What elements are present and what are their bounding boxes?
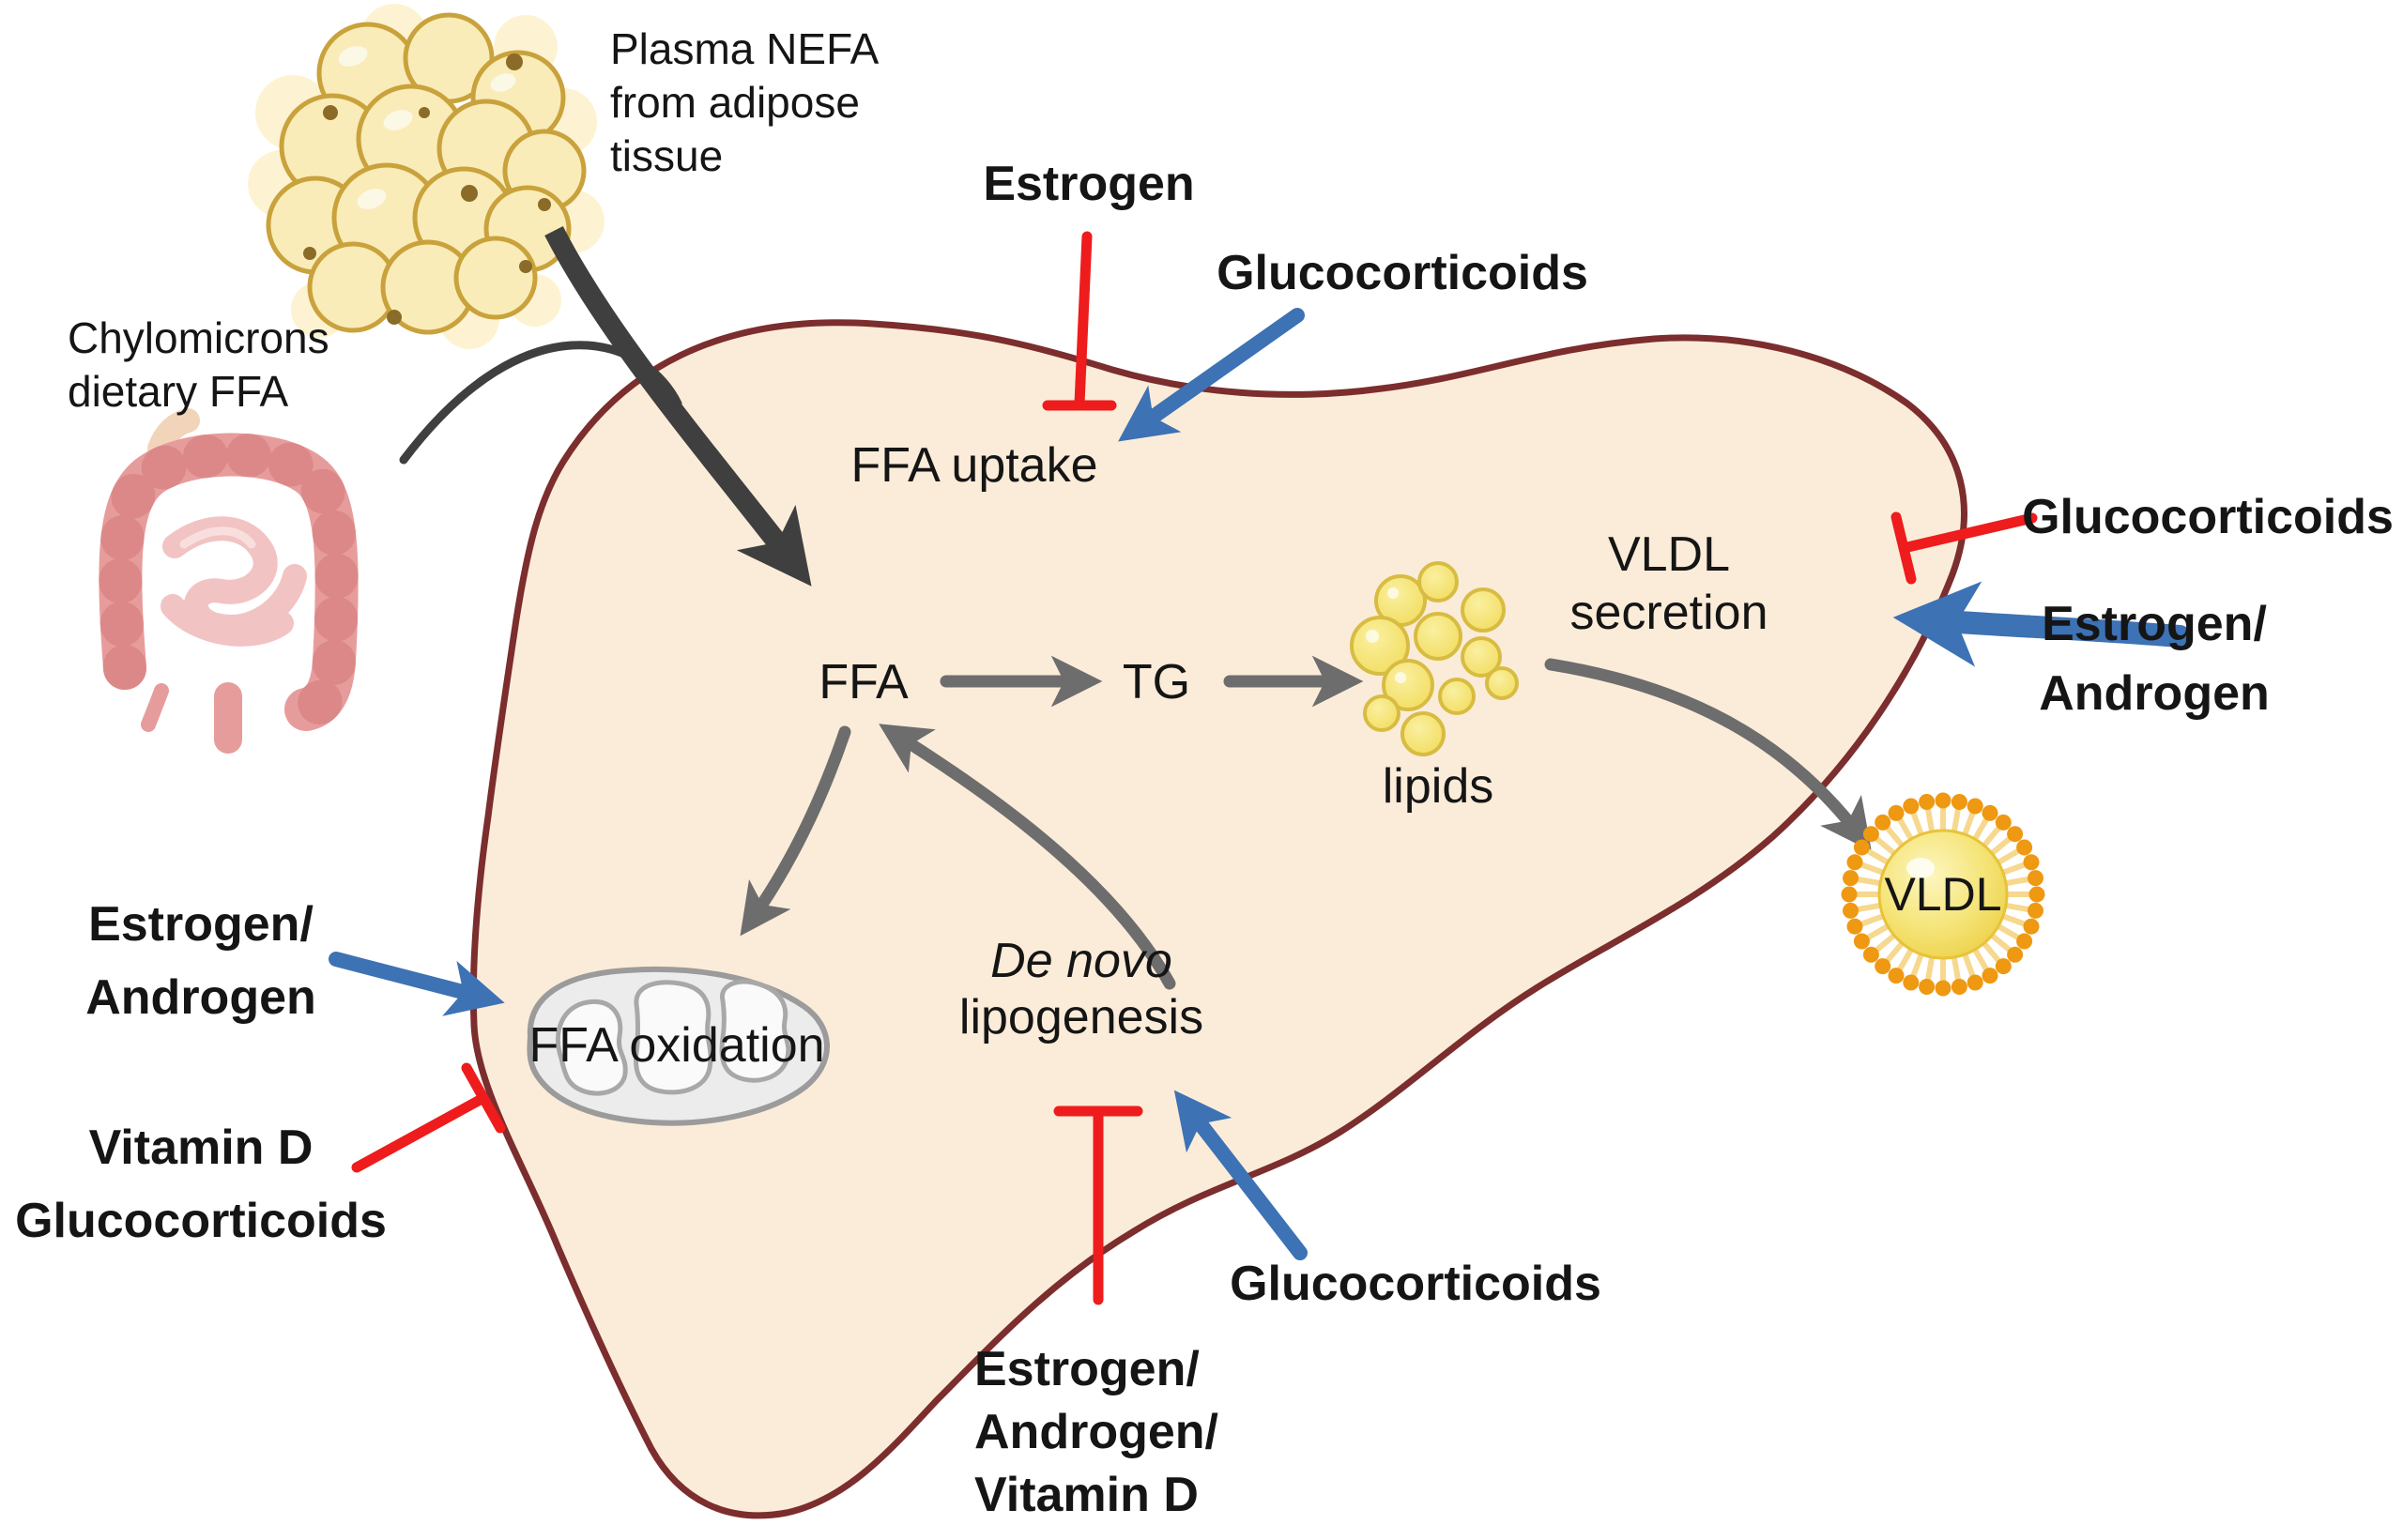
line-chylomicrons-to-liver	[399, 341, 682, 465]
estrogen-androgen-right-line2: Androgen	[2039, 666, 2270, 721]
bottom-reg-line1: Estrogen/	[974, 1342, 1200, 1396]
regulator-vitamind-glucocorticoids-left: Vitamin D Glucocorticoids	[15, 1111, 387, 1258]
chylomicrons-line1: Chylomicrons	[68, 313, 329, 362]
arrow-lipids-to-vldl	[1544, 658, 1872, 852]
node-tg: TG	[1122, 654, 1191, 709]
de-novo-line1: De novo	[990, 934, 1172, 988]
node-ffa: FFA	[819, 654, 909, 709]
node-de-novo-lipogenesis: De novo lipogenesis	[959, 933, 1203, 1045]
node-lipids: lipids	[1382, 758, 1494, 814]
intestine-icon	[99, 408, 359, 754]
arrow-denovo-to-ffa	[879, 724, 1176, 990]
regulator-estrogen-androgen-left: Estrogen/ Androgen	[85, 888, 316, 1034]
vldl-particle-icon	[1841, 792, 2045, 997]
vldl-secretion-line1: VLDL	[1607, 527, 1731, 582]
inhibit-line-estrogen-androgen-vitamind-bottom	[1053, 1105, 1143, 1305]
lipid-droplets-highlights	[1366, 587, 1406, 683]
arrow-plasma-nefa-to-ffa	[544, 226, 812, 587]
node-ffa-oxidation: FFA oxidation	[528, 1017, 825, 1073]
vldl-particle-label: VLDL	[1884, 868, 2002, 921]
node-vldl-secretion: VLDL secretion	[1570, 526, 1768, 642]
de-novo-line2: lipogenesis	[958, 990, 1204, 1044]
vldl-secretion-line2: secretion	[1569, 586, 1768, 640]
plasma-nefa-line1: Plasma NEFA	[610, 24, 880, 73]
plasma-nefa-line2: from adipose	[610, 78, 860, 127]
stimulate-arrow-estrogen-androgen-right	[1892, 581, 2191, 667]
regulator-glucocorticoids-top: Glucocorticoids	[1217, 245, 1588, 300]
estrogen-androgen-left-line2: Androgen	[85, 970, 316, 1025]
chylomicrons-label: Chylomicrons dietary FFA	[68, 312, 329, 419]
regulator-glucocorticoids-bottom: Glucocorticoids	[1230, 1256, 1601, 1311]
vitamind-left-line1: Vitamin D	[88, 1121, 314, 1175]
regulator-estrogen-androgen-right: Estrogen/ Androgen	[2039, 589, 2270, 728]
stimulate-arrow-glucocorticoids-top	[1118, 308, 1305, 442]
estrogen-androgen-right-line1: Estrogen/	[2042, 597, 2267, 651]
regulator-estrogen-top: Estrogen	[983, 156, 1195, 211]
regulator-glucocorticoids-right: Glucocorticoids	[2022, 489, 2394, 544]
chylomicrons-line2: dietary FFA	[68, 367, 289, 416]
inhibit-line-glucocorticoids-right	[1890, 511, 2038, 585]
vitamind-left-line2: Glucocorticoids	[15, 1194, 387, 1248]
liver-shape	[469, 319, 1967, 1519]
arrow-ffa-to-oxidation	[740, 725, 851, 937]
lipid-droplets-icon	[1350, 561, 1519, 756]
mitochondria-icon	[527, 966, 830, 1126]
bottom-reg-line3: Vitamin D	[974, 1468, 1199, 1522]
adipose-tissue-icon	[248, 4, 605, 349]
stimulate-arrow-glucocorticoids-bottom	[1173, 1090, 1308, 1260]
estrogen-androgen-left-line1: Estrogen/	[88, 897, 314, 952]
plasma-nefa-label: Plasma NEFA from adipose tissue	[610, 23, 879, 183]
stimulate-arrow-estrogen-androgen-left	[329, 952, 505, 1016]
plasma-nefa-line3: tissue	[610, 131, 724, 180]
regulator-estrogen-androgen-vitamind-bottom: Estrogen/ Androgen/ Vitamin D	[974, 1338, 1218, 1527]
inhibit-line-estrogen-top	[1042, 231, 1117, 411]
inhibit-line-vitamind-glucocorticoids-left	[351, 1062, 506, 1173]
node-ffa-uptake: FFA uptake	[850, 437, 1098, 493]
bottom-reg-line2: Androgen/	[974, 1405, 1218, 1459]
